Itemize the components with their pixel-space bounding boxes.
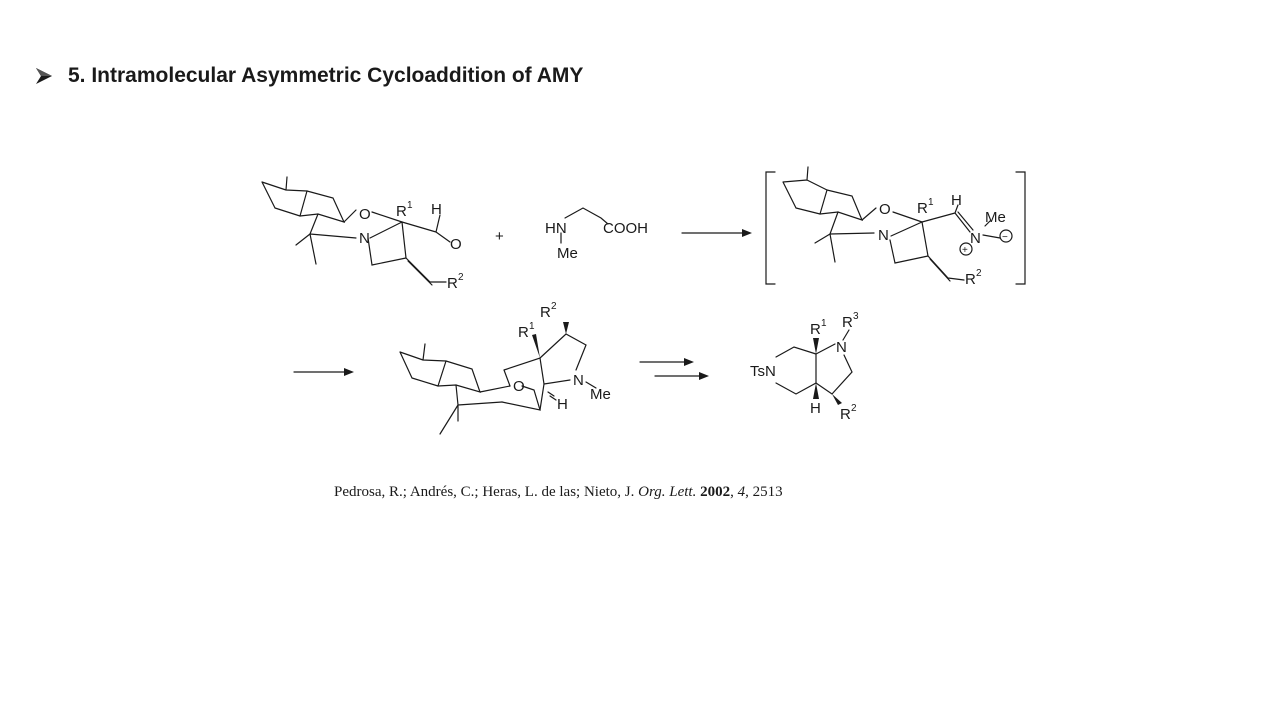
ylide-positive-charge-icon bbox=[959, 242, 973, 256]
citation: Pedrosa, R.; Andrés, C.; Heras, L. de la… bbox=[334, 484, 783, 501]
reagent-me-label: Me bbox=[557, 245, 578, 262]
reagent-structure: HN COOH Me bbox=[545, 207, 648, 262]
reactant-carbonyl-o-label: O bbox=[450, 236, 462, 253]
product-structure: R 1 R 3 N TsN H R 2 bbox=[750, 311, 859, 423]
product-r2-label: R bbox=[840, 406, 851, 423]
reactant-r1-superscript: 1 bbox=[407, 200, 413, 211]
ylide-iminium-n-label: N bbox=[970, 230, 981, 247]
reaction-arrow-2 bbox=[293, 368, 354, 376]
ylide-intermediate: O N R 1 H N Me + − R 2 bbox=[765, 166, 1026, 288]
citation-page: 2513 bbox=[752, 484, 783, 500]
citation-year: 2002 bbox=[700, 484, 731, 500]
ylide-r1-superscript: 1 bbox=[928, 197, 934, 208]
product-r3-superscript: 3 bbox=[853, 311, 859, 322]
product-r3-label: R bbox=[842, 314, 853, 331]
ylide-negative-charge: − bbox=[1002, 232, 1008, 243]
ylide-o-label: O bbox=[879, 201, 891, 218]
citation-authors: Pedrosa, R.; Andrés, C.; Heras, L. de la… bbox=[334, 484, 639, 500]
product-h-label: H bbox=[810, 400, 821, 417]
product-r2-superscript: 2 bbox=[851, 403, 857, 414]
adduct-me-label: Me bbox=[590, 386, 611, 403]
citation-separator-2: , bbox=[745, 484, 753, 500]
slide-title: 5. Intramolecular Asymmetric Cycloadditi… bbox=[68, 64, 584, 87]
reactant-r2-label: R bbox=[447, 275, 458, 292]
ylide-r1-label: R bbox=[917, 200, 928, 217]
plus-sign: + bbox=[495, 228, 504, 245]
product-r1-superscript: 1 bbox=[821, 318, 827, 329]
reagent-hn-label: HN bbox=[545, 220, 567, 237]
citation-journal: Org. Lett. bbox=[638, 484, 697, 500]
adduct-r1-superscript: 1 bbox=[529, 321, 535, 332]
citation-separator-1: , bbox=[730, 484, 738, 500]
ylide-me-label: Me bbox=[985, 209, 1006, 226]
reactant-structure: O N R 1 H O R 2 bbox=[261, 176, 464, 292]
adduct-n-label: N bbox=[573, 372, 584, 389]
ylide-h-label: H bbox=[951, 192, 962, 209]
reactant-o-label: O bbox=[359, 206, 371, 223]
adduct-r1-label: R bbox=[518, 324, 529, 341]
ylide-r2-superscript: 2 bbox=[976, 268, 982, 279]
title-row: 5. Intramolecular Asymmetric Cycloadditi… bbox=[34, 60, 583, 92]
reactant-r1-label: R bbox=[396, 203, 407, 220]
product-r1-label: R bbox=[810, 321, 821, 338]
arrow-bullet-icon bbox=[36, 68, 52, 84]
product-tsn-label: TsN bbox=[750, 363, 776, 380]
reactant-r2-superscript: 2 bbox=[458, 272, 464, 283]
reactant-h-label: H bbox=[431, 201, 442, 218]
cycloadduct-structure: R 2 R 1 O N Me H bbox=[399, 301, 611, 435]
ylide-r2-label: R bbox=[965, 271, 976, 288]
multistep-arrow bbox=[639, 358, 709, 380]
adduct-r2-superscript: 2 bbox=[551, 301, 557, 312]
reagent-cooh-label: COOH bbox=[603, 220, 648, 237]
adduct-h-label: H bbox=[557, 396, 568, 413]
ylide-n-label: N bbox=[878, 227, 889, 244]
reactant-n-label: N bbox=[359, 230, 370, 247]
ylide-positive-charge: + bbox=[962, 245, 968, 256]
adduct-o-label: O bbox=[513, 378, 525, 395]
adduct-r2-label: R bbox=[540, 304, 551, 321]
citation-volume: 4 bbox=[737, 484, 746, 500]
product-n-label: N bbox=[836, 339, 847, 356]
reaction-arrow-1 bbox=[681, 229, 752, 237]
ylide-negative-charge-icon bbox=[999, 229, 1013, 243]
